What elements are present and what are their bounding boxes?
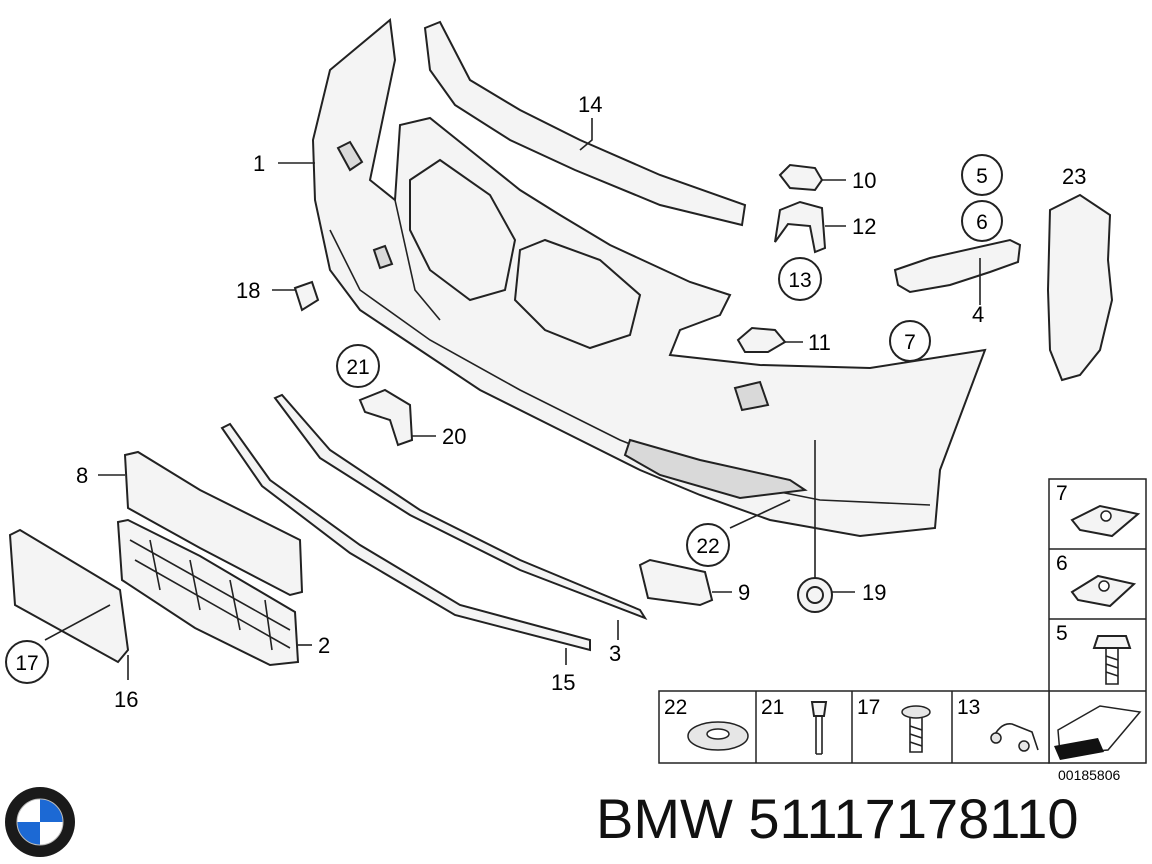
callout-23: 23 — [1062, 164, 1086, 189]
callout-8: 8 — [76, 463, 88, 488]
circled-callout-21: 21 — [336, 344, 380, 388]
reference-number: 00185806 — [1058, 767, 1121, 783]
svg-text:6: 6 — [976, 211, 988, 234]
legend-cell-17: 17 — [857, 696, 880, 719]
callout-20: 20 — [442, 424, 466, 449]
legend-cell-7: 7 — [1056, 482, 1068, 505]
legend-cell-22: 22 — [664, 696, 687, 719]
legend-cell-6: 6 — [1056, 552, 1068, 575]
grille-mesh-2 — [116, 518, 300, 667]
spring-clip-icon — [990, 723, 1039, 752]
cap-11 — [736, 326, 787, 353]
clip-12 — [774, 200, 827, 254]
circled-callout-13: 13 — [778, 257, 822, 301]
strip-3 — [273, 393, 648, 621]
screw-icon — [1092, 635, 1132, 685]
bumper-cover — [311, 18, 987, 538]
callout-1: 1 — [253, 151, 265, 176]
svg-text:5: 5 — [976, 165, 988, 188]
svg-text:21: 21 — [346, 356, 369, 379]
svg-text:17: 17 — [15, 652, 38, 675]
plastic-screw-icon — [901, 705, 931, 753]
legend-cell-21: 21 — [761, 696, 784, 719]
circled-callout-17: 17 — [5, 640, 49, 684]
callout-3: 3 — [609, 641, 621, 666]
bracket-4 — [893, 238, 1022, 294]
legend-cell-5: 5 — [1056, 622, 1068, 645]
callout-19: 19 — [862, 580, 886, 605]
grommet-19 — [797, 577, 833, 613]
callout-10: 10 — [852, 168, 876, 193]
clip-10 — [778, 163, 824, 192]
svg-text:13: 13 — [788, 269, 811, 292]
side-panel-23 — [1046, 193, 1114, 382]
strip-15 — [220, 422, 591, 652]
callout-11: 11 — [808, 330, 831, 355]
svg-text:22: 22 — [696, 535, 719, 558]
reflector-9 — [638, 558, 714, 607]
callout-14: 14 — [578, 92, 602, 117]
washer-icon — [687, 721, 749, 751]
circled-callout-7: 7 — [889, 320, 931, 362]
bracket-20 — [358, 388, 414, 447]
callout-18: 18 — [236, 278, 260, 303]
grille-carrier-8 — [123, 450, 304, 597]
upper-carrier-strip — [423, 20, 747, 227]
legend-right-column: 7 6 5 — [1048, 478, 1147, 764]
callout-16: 16 — [114, 687, 138, 712]
callout-4: 4 — [972, 302, 984, 327]
brand-part-number: BMW 51117178110 — [596, 787, 1079, 850]
callout-12: 12 — [852, 214, 876, 239]
clip-18 — [293, 280, 320, 312]
legend-cell-13: 13 — [957, 696, 980, 719]
plate-base-16 — [8, 528, 130, 664]
callout-2: 2 — [318, 633, 330, 658]
circled-callout-22: 22 — [686, 523, 730, 567]
leader-lines — [44, 118, 981, 680]
arrow-icon — [1054, 705, 1142, 760]
legend-bottom-row: 22 21 17 13 — [658, 690, 1050, 764]
circled-callout-5: 5 — [961, 154, 1003, 196]
callout-9: 9 — [738, 580, 750, 605]
callout-15: 15 — [551, 670, 575, 695]
svg-text:7: 7 — [904, 331, 916, 354]
rivet-icon — [810, 701, 828, 755]
bmw-roundel-logo — [5, 787, 75, 857]
circled-callout-6: 6 — [961, 200, 1003, 242]
